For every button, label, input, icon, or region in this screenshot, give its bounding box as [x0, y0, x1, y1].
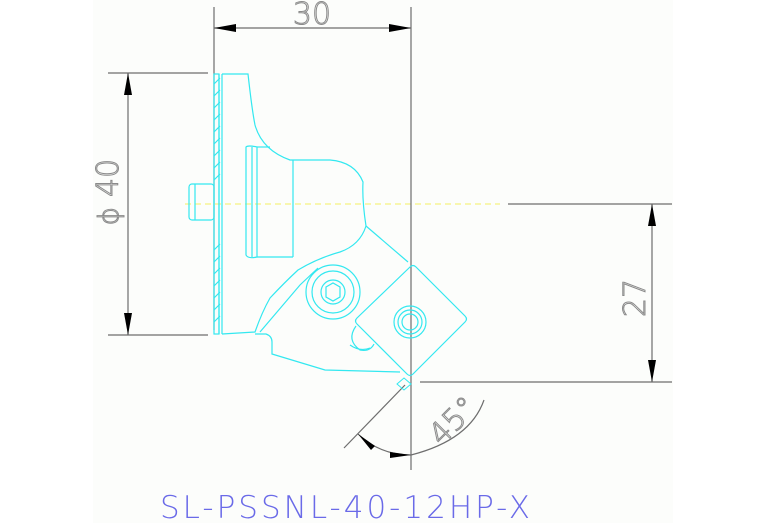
svg-text:40: 40: [91, 159, 126, 197]
tool-holder-outline: [188, 73, 468, 377]
dimension-width-label: 30: [293, 0, 331, 32]
arrow-icon: [390, 452, 411, 458]
dimension-diameter-label: ϕ 40: [91, 158, 127, 226]
arrow-icon: [648, 360, 656, 382]
arrow-icon: [214, 24, 236, 32]
dimension-height: [420, 203, 672, 383]
dimension-angle-label: 45°: [422, 390, 485, 453]
svg-text:45°: 45°: [422, 390, 484, 452]
dimension-diameter: [108, 72, 208, 336]
arrow-icon: [389, 24, 411, 32]
dimension-height-label: 27: [618, 278, 654, 317]
svg-text:27: 27: [618, 279, 653, 317]
arrow-icon: [358, 434, 375, 450]
arrow-icon: [648, 204, 656, 226]
arrow-icon: [124, 313, 132, 335]
svg-text:ϕ: ϕ: [92, 207, 125, 225]
drawing-panel: [93, 0, 673, 523]
part-number-title: SL-PSSNL-40-12HP-X: [160, 490, 534, 526]
insert-tip-marker: [396, 377, 412, 391]
arrow-icon: [124, 73, 132, 95]
